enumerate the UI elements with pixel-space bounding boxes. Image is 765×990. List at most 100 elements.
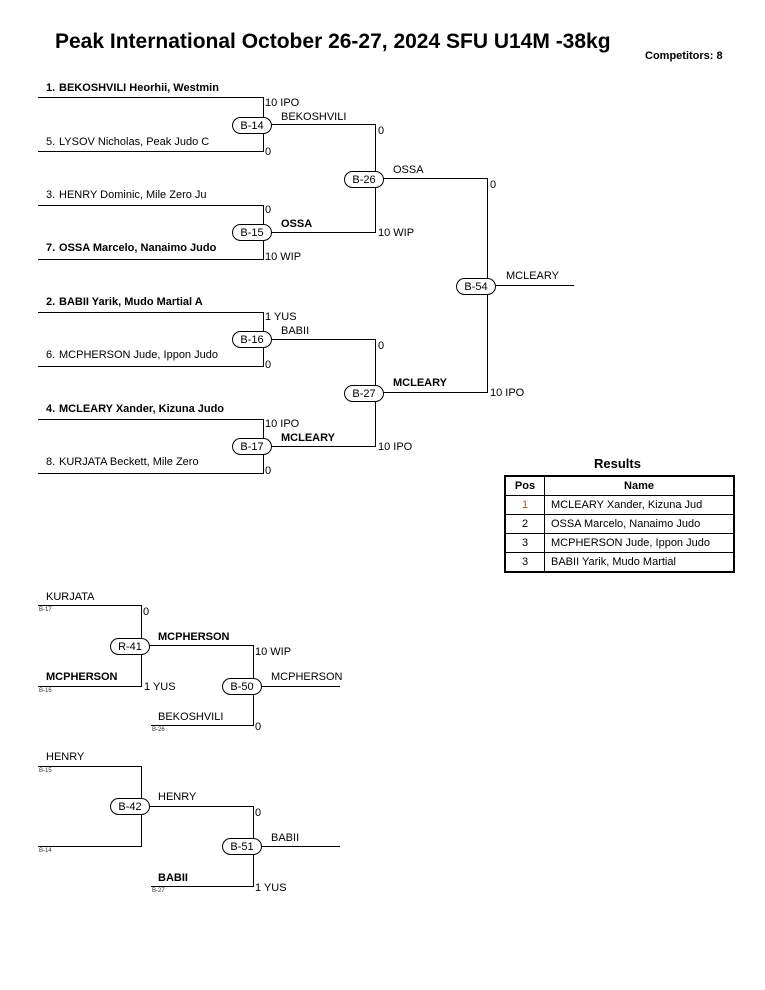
position-cell: 3 (504, 533, 545, 553)
bout-score: 10 IPO (490, 387, 525, 399)
bout-score: 0 (265, 146, 272, 158)
bracket-line (38, 205, 264, 206)
entry-name: MCLEARY Xander, Kizuna Judo (59, 403, 225, 415)
bracket-line (38, 151, 264, 152)
bout-score: 0 (143, 606, 150, 618)
bracket-line (38, 312, 264, 313)
repechage-entry: MCPHERSON (46, 671, 118, 683)
bout-badge[interactable]: B-15 (232, 224, 272, 241)
bracket-line (488, 285, 574, 286)
bracket-line (264, 124, 376, 125)
bout-score: 10 IPO (265, 418, 300, 430)
bracket-line (264, 339, 376, 340)
bout-winner: OSSA (393, 164, 424, 176)
entry-name: KURJATA Beckett, Mile Zero (59, 456, 199, 468)
entry-seed: 7. (46, 242, 56, 254)
bout-score: 1 YUS (255, 882, 287, 894)
entry-name: HENRY Dominic, Mile Zero Ju (59, 189, 207, 201)
bout-badge[interactable]: B-50 (222, 678, 262, 695)
table-row: 3 BABII Yarik, Mudo Martial (504, 552, 735, 573)
bracket-line (151, 886, 254, 887)
bout-score: 0 (265, 204, 272, 216)
table-row: 2 OSSA Marcelo, Nanaimo Judo (504, 514, 735, 534)
bracket-line (151, 725, 254, 726)
bout-score: 0 (378, 125, 385, 137)
competitor-count: Competitors: 8 (645, 50, 723, 62)
results-table: Pos Name 1 MCLEARY Xander, Kizuna Jud 2 … (504, 475, 735, 573)
bout-score: 10 WIP (378, 227, 415, 239)
bracket-line (38, 605, 142, 606)
bracket-line (38, 766, 142, 767)
source-bout-label: B-27 (152, 888, 165, 894)
position-cell: 2 (504, 514, 545, 534)
column-header: Name (544, 475, 735, 496)
entry-name: BEKOSHVILI Heorhii, Westmin (59, 82, 219, 94)
source-bout-label: B-17 (39, 607, 52, 613)
bracket-line (376, 392, 488, 393)
bout-score: 10 WIP (255, 646, 292, 658)
name-cell: OSSA Marcelo, Nanaimo Judo (544, 514, 735, 534)
table-row: 1 MCLEARY Xander, Kizuna Jud (504, 495, 735, 515)
entry-seed: 4. (46, 403, 56, 415)
bout-winner: MCPHERSON (158, 631, 230, 643)
repechage-entry: BABII (158, 872, 188, 884)
bout-score: 10 IPO (265, 97, 300, 109)
bout-winner: HENRY (158, 791, 197, 803)
bout-winner: MCLEARY (393, 377, 447, 389)
bout-score: 10 IPO (378, 441, 413, 453)
repechage-entry: BEKOSHVILI (158, 711, 224, 723)
entry-name: OSSA Marcelo, Nanaimo Judo (59, 242, 217, 254)
bracket-line (38, 97, 264, 98)
repechage-entry: KURJATA (46, 591, 95, 603)
bout-score: 0 (490, 179, 497, 191)
bout-score: 0 (378, 340, 385, 352)
entry-name: BABII Yarik, Mudo Martial A (59, 296, 203, 308)
bout-badge[interactable]: B-54 (456, 278, 496, 295)
bracket-line (264, 446, 376, 447)
bout-badge[interactable]: B-51 (222, 838, 262, 855)
entry-seed: 1. (46, 82, 56, 94)
name-cell: MCPHERSON Jude, Ippon Judo (544, 533, 735, 553)
bracket-line (38, 419, 264, 420)
table-row: 3 MCPHERSON Jude, Ippon Judo (504, 533, 735, 553)
bracket-line (264, 232, 376, 233)
source-bout-label: B-16 (39, 688, 52, 694)
bout-winner: MCLEARY (281, 432, 335, 444)
bout-badge[interactable]: B-16 (232, 331, 272, 348)
bout-score: 0 (255, 807, 262, 819)
bracket-line (38, 686, 142, 687)
bout-score: 0 (265, 359, 272, 371)
bracket-line (254, 846, 340, 847)
bout-badge[interactable]: R-41 (110, 638, 150, 655)
bout-score: 1 YUS (144, 681, 176, 693)
position-cell: 3 (504, 552, 545, 573)
entry-seed: 2. (46, 296, 56, 308)
bracket-line (38, 846, 142, 847)
bout-score: 10 WIP (265, 251, 302, 263)
name-cell: BABII Yarik, Mudo Martial (544, 552, 735, 573)
results-title: Results (594, 456, 641, 471)
bout-badge[interactable]: B-26 (344, 171, 384, 188)
bout-badge[interactable]: B-27 (344, 385, 384, 402)
bout-badge[interactable]: B-42 (110, 798, 150, 815)
entry-seed: 3. (46, 189, 56, 201)
bout-badge[interactable]: B-17 (232, 438, 272, 455)
bout-winner: BABII (281, 325, 310, 337)
source-bout-label: B-14 (39, 848, 52, 854)
repechage-entry: HENRY (46, 751, 85, 763)
bracket-line (38, 473, 264, 474)
bracket-line (38, 259, 264, 260)
column-header: Pos (504, 475, 545, 496)
bracket-line (142, 645, 254, 646)
position-cell: 1 (504, 495, 545, 515)
source-bout-label: B-26 (152, 727, 165, 733)
entry-seed: 8. (46, 456, 56, 468)
entry-seed: 5. (46, 136, 56, 148)
bout-score: 1 YUS (265, 311, 297, 323)
bout-winner: OSSA (281, 218, 313, 230)
bout-badge[interactable]: B-14 (232, 117, 272, 134)
table-header-row: Pos Name (504, 475, 735, 496)
bout-winner: BABII (271, 832, 300, 844)
bracket-line (254, 686, 340, 687)
bout-score: 0 (255, 721, 262, 733)
